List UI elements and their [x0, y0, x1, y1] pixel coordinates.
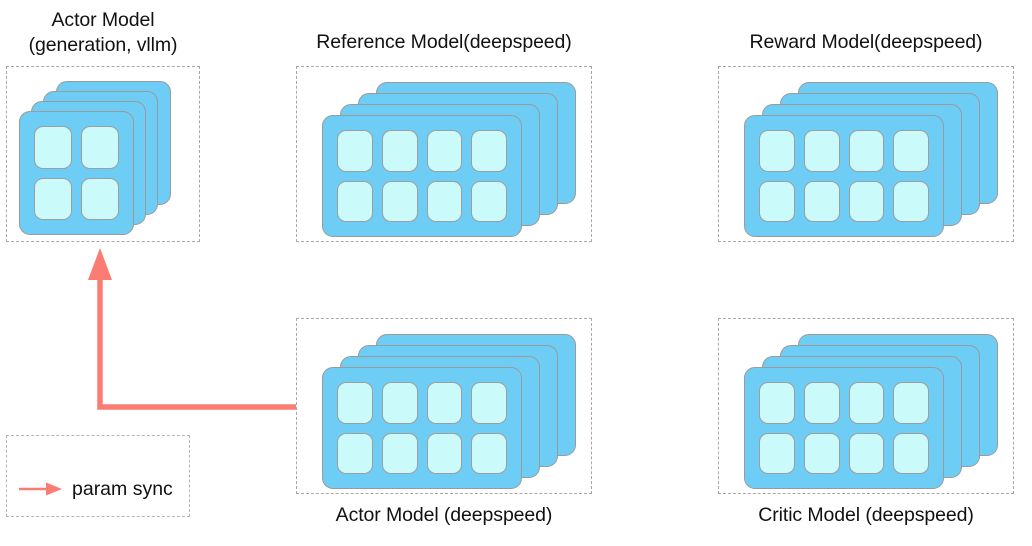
- card-cell: [471, 382, 507, 424]
- actor-vllm-title: Actor Model (generation, vllm): [28, 9, 178, 56]
- actor-deepspeed-title: Actor Model (deepspeed): [335, 504, 553, 526]
- card-cell: [893, 382, 929, 424]
- card-cell: [337, 382, 373, 424]
- card-cell: [34, 177, 72, 220]
- card-cell: [759, 180, 795, 222]
- card-layer-1: [322, 367, 522, 489]
- card-layer-1: [322, 115, 522, 237]
- card-cell: [337, 432, 373, 474]
- card-layer-1: [19, 111, 134, 235]
- reference-group[interactable]: [296, 66, 592, 242]
- card-cell: [803, 382, 840, 424]
- reference-title: Reference Model(deepspeed): [316, 31, 572, 53]
- card-cell: [893, 180, 929, 222]
- actor-deepspeed-group[interactable]: [296, 318, 592, 494]
- card-cell: [381, 180, 418, 222]
- card-cell: [426, 130, 463, 172]
- card-cell: [759, 130, 795, 172]
- legend-label: param sync: [72, 478, 173, 500]
- card-cell: [471, 432, 507, 474]
- card-cell: [471, 180, 507, 222]
- card-cell: [759, 432, 795, 474]
- card-cell: [759, 382, 795, 424]
- card-cell: [803, 130, 840, 172]
- arrow-right-icon: [19, 482, 62, 496]
- critic-group[interactable]: [718, 318, 1014, 494]
- card-cell: [426, 382, 463, 424]
- card-cell: [381, 382, 418, 424]
- card-layer-1: [744, 115, 944, 237]
- card-cell: [848, 382, 885, 424]
- card-cell: [337, 180, 373, 222]
- actor-deepspeed-stack: [296, 318, 592, 494]
- card-cell: [426, 432, 463, 474]
- critic-title: Critic Model (deepspeed): [758, 504, 974, 526]
- actor-vllm-stack: [6, 66, 200, 242]
- card-cell: [848, 432, 885, 474]
- card-cell: [34, 126, 72, 169]
- reference-stack: [296, 66, 592, 242]
- card-cell: [803, 432, 840, 474]
- card-cell: [893, 130, 929, 172]
- arrowhead-up-icon: [88, 248, 112, 280]
- legend-box: [6, 435, 190, 517]
- reward-group[interactable]: [718, 66, 1014, 242]
- card-cell: [81, 177, 119, 220]
- card-cell: [471, 130, 507, 172]
- card-cell: [848, 130, 885, 172]
- card-cell: [803, 180, 840, 222]
- reward-title: Reward Model(deepspeed): [749, 31, 983, 53]
- legend-item-param-sync: param sync: [18, 478, 173, 500]
- card-cell: [381, 130, 418, 172]
- card-cell: [848, 180, 885, 222]
- card-cell: [337, 130, 373, 172]
- card-cell: [81, 126, 119, 169]
- card-layer-1: [744, 367, 944, 489]
- critic-stack: [718, 318, 1014, 494]
- card-cell: [381, 432, 418, 474]
- actor-vllm-group[interactable]: [6, 66, 200, 242]
- card-cell: [893, 432, 929, 474]
- reward-stack: [718, 66, 1014, 242]
- card-cell: [426, 180, 463, 222]
